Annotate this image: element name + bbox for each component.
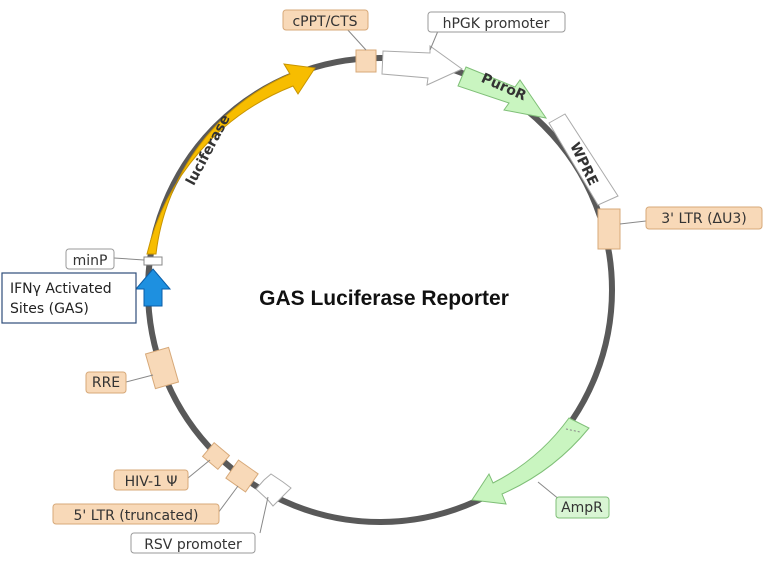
rre-label-box	[85, 371, 127, 394]
hpgk-label: hPGK promoter	[443, 16, 550, 32]
ltr5-label-box	[52, 503, 220, 525]
minp-label: minP	[73, 253, 108, 269]
ampr-label: AmpR	[561, 500, 603, 516]
cppt-label-box	[282, 9, 369, 31]
hiv-psi-feature[interactable]	[201, 441, 231, 471]
hpgk-promoter-feature[interactable]	[381, 45, 463, 86]
ltr5-label: 5' LTR (truncated)	[74, 508, 199, 524]
rsv-label: RSV promoter	[144, 537, 242, 553]
rre-feature[interactable]	[144, 346, 180, 390]
gas-arrow-icon	[134, 268, 172, 307]
luciferase-feature[interactable]	[146, 63, 316, 255]
ltr3-label: 3' LTR (ΔU3)	[661, 211, 746, 227]
hpgk-label-box	[427, 11, 566, 33]
cppt-label: cPPT/CTS	[292, 14, 357, 30]
ltr3-feature[interactable]	[597, 208, 621, 250]
ampr-label-box	[555, 496, 610, 519]
hiv-label: HIV-1 Ψ	[125, 474, 178, 490]
luciferase-label: luciferase	[183, 112, 234, 188]
minp-label-box	[65, 248, 115, 270]
gas-label-box	[1, 272, 137, 324]
rsv-promoter-feature[interactable]	[255, 473, 292, 507]
gas-label-line2: Sites (GAS)	[10, 301, 89, 317]
rre-label: RRE	[92, 375, 120, 391]
cppt-feature[interactable]	[355, 49, 377, 73]
ltr3-label-box	[645, 206, 763, 230]
wpre-feature[interactable]	[548, 113, 619, 206]
ltr5-feature[interactable]	[225, 459, 259, 493]
map-title: GAS Luciferase Reporter	[259, 287, 509, 310]
rsv-label-box	[130, 532, 256, 554]
minp-feature[interactable]	[143, 256, 163, 266]
ampr-feature[interactable]	[471, 417, 590, 505]
gas-label-line1: IFNγ Activated	[10, 281, 112, 297]
hiv-label-box	[113, 469, 189, 491]
puror-feature[interactable]	[457, 66, 548, 119]
